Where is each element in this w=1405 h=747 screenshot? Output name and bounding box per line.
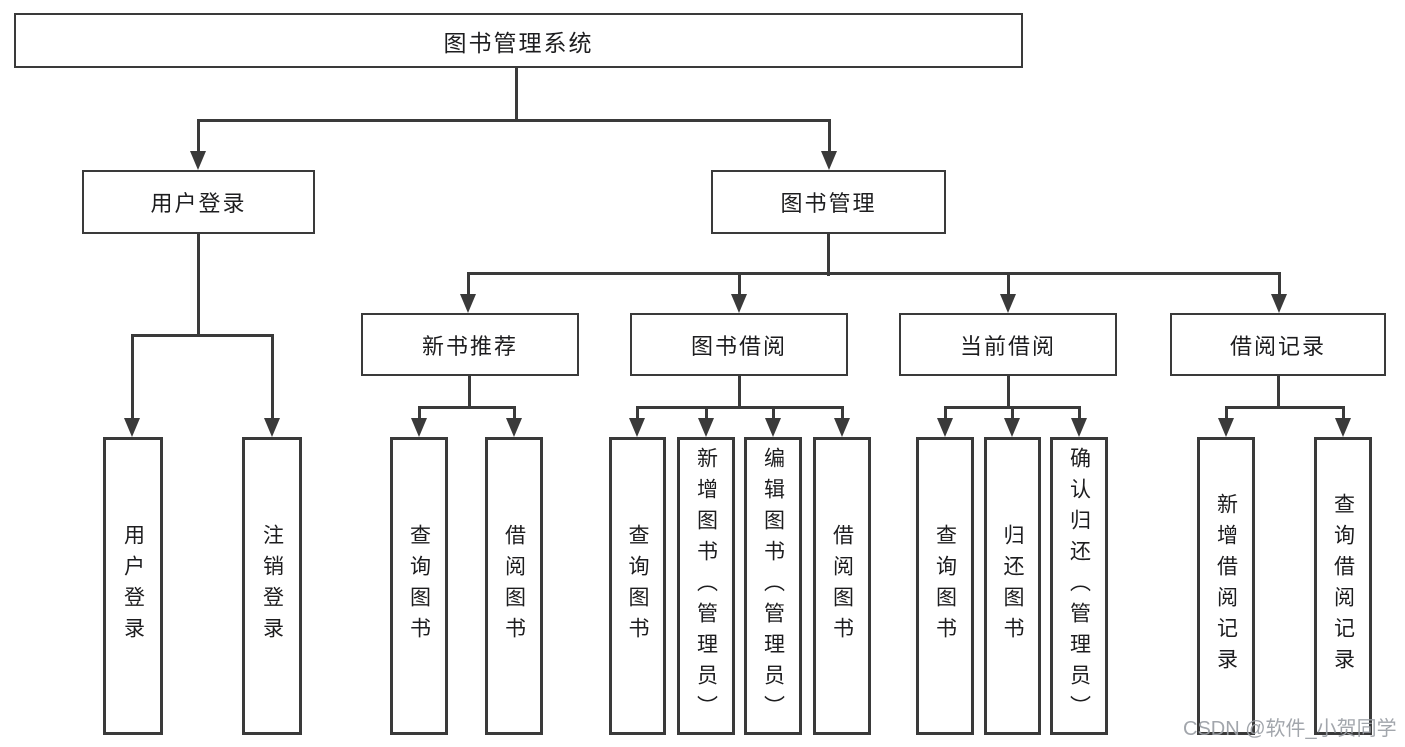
connector-line <box>1011 406 1014 421</box>
arrow-down-icon <box>190 151 206 170</box>
connector-line <box>515 67 518 122</box>
connector-line <box>1007 376 1010 409</box>
arrow-down-icon <box>698 418 714 437</box>
leaf-borrow-books-label: 借阅图书 <box>830 524 854 648</box>
node-new-book-recommend-label: 新书推荐 <box>421 333 518 359</box>
connector-line <box>131 334 134 421</box>
node-current-borrow: 当前借阅 <box>899 313 1117 376</box>
arrow-down-icon <box>821 151 837 170</box>
leaf-user-login-label: 用户登录 <box>121 524 145 648</box>
node-borrow-records: 借阅记录 <box>1170 313 1386 376</box>
node-book-borrow-label: 图书借阅 <box>690 333 787 359</box>
connector-line <box>738 376 741 409</box>
arrow-down-icon <box>1071 418 1087 437</box>
connector-line <box>1225 406 1228 421</box>
connector-line <box>1007 272 1010 297</box>
connector-line <box>1278 272 1281 297</box>
arrow-down-icon <box>124 418 140 437</box>
arrow-down-icon <box>765 418 781 437</box>
arrow-down-icon <box>1000 294 1016 313</box>
leaf-query-books-current: 查询图书 <box>916 437 974 735</box>
node-current-borrow-label: 当前借阅 <box>959 333 1056 359</box>
leaf-edit-book-admin-label: 编辑图书（管理员） <box>761 446 785 726</box>
node-user-login-label: 用户登录 <box>150 191 247 216</box>
arrow-down-icon <box>1004 418 1020 437</box>
leaf-add-borrow-record-label: 新增借阅记录 <box>1214 493 1238 679</box>
connector-line <box>197 119 200 155</box>
connector-line <box>705 406 708 421</box>
arrow-down-icon <box>1335 418 1351 437</box>
leaf-query-borrow-record-label: 查询借阅记录 <box>1331 493 1355 679</box>
arrow-down-icon <box>1271 294 1287 313</box>
node-borrow-records-label: 借阅记录 <box>1229 333 1326 359</box>
node-new-book-recommend: 新书推荐 <box>361 313 579 376</box>
leaf-user-login: 用户登录 <box>103 437 163 735</box>
connector-line <box>131 334 274 337</box>
node-root-label: 图书管理系统 <box>443 29 594 56</box>
connector-line <box>418 406 516 409</box>
leaf-borrow-books-recommend: 借阅图书 <box>485 437 543 735</box>
leaf-add-book-admin: 新增图书（管理员） <box>677 437 735 735</box>
leaf-confirm-return-admin: 确认归还（管理员） <box>1050 437 1108 735</box>
arrow-down-icon <box>731 294 747 313</box>
connector-line <box>467 272 1281 275</box>
leaf-borrow-books: 借阅图书 <box>813 437 871 735</box>
node-book-management: 图书管理 <box>711 170 946 234</box>
connector-line <box>841 406 844 421</box>
connector-line <box>1225 406 1345 409</box>
leaf-edit-book-admin: 编辑图书（管理员） <box>744 437 802 735</box>
arrow-down-icon <box>264 418 280 437</box>
connector-line <box>468 376 471 409</box>
arrow-down-icon <box>1218 418 1234 437</box>
connector-line <box>197 234 200 337</box>
leaf-borrow-books-recommend-label: 借阅图书 <box>502 524 526 648</box>
leaf-logout-label: 注销登录 <box>260 524 284 648</box>
leaf-query-books-recommend: 查询图书 <box>390 437 448 735</box>
node-book-borrow: 图书借阅 <box>630 313 848 376</box>
connector-line <box>467 272 470 297</box>
connector-line <box>636 406 639 421</box>
connector-line <box>513 406 516 421</box>
connector-line <box>1342 406 1345 421</box>
connector-line <box>772 406 775 421</box>
arrow-down-icon <box>460 294 476 313</box>
leaf-query-books-borrow: 查询图书 <box>609 437 666 735</box>
connector-line <box>828 119 831 155</box>
leaf-query-books-recommend-label: 查询图书 <box>407 524 431 648</box>
leaf-query-books-current-label: 查询图书 <box>933 524 957 648</box>
arrow-down-icon <box>629 418 645 437</box>
leaf-add-borrow-record: 新增借阅记录 <box>1197 437 1255 735</box>
leaf-return-book-label: 归还图书 <box>1001 524 1024 648</box>
node-book-management-label: 图书管理 <box>780 191 877 216</box>
leaf-return-book: 归还图书 <box>984 437 1041 735</box>
leaf-query-borrow-record: 查询借阅记录 <box>1314 437 1372 735</box>
node-root: 图书管理系统 <box>14 13 1023 68</box>
watermark: CSDN @软件_小贺同学 <box>1183 718 1397 740</box>
connector-line <box>827 234 830 276</box>
arrow-down-icon <box>411 418 427 437</box>
connector-line <box>738 272 741 297</box>
connector-line <box>944 406 947 421</box>
node-user-login: 用户登录 <box>82 170 315 234</box>
connector-line <box>271 334 274 421</box>
leaf-query-books-borrow-label: 查询图书 <box>626 524 649 648</box>
arrow-down-icon <box>937 418 953 437</box>
connector-line <box>418 406 421 421</box>
connector-line <box>197 119 831 122</box>
leaf-confirm-return-admin-label: 确认归还（管理员） <box>1067 446 1091 726</box>
connector-line <box>1277 376 1280 409</box>
arrow-down-icon <box>834 418 850 437</box>
leaf-add-book-admin-label: 新增图书（管理员） <box>694 446 718 726</box>
connector-line <box>636 406 844 409</box>
leaf-logout: 注销登录 <box>242 437 302 735</box>
connector-line <box>1078 406 1081 421</box>
arrow-down-icon <box>506 418 522 437</box>
